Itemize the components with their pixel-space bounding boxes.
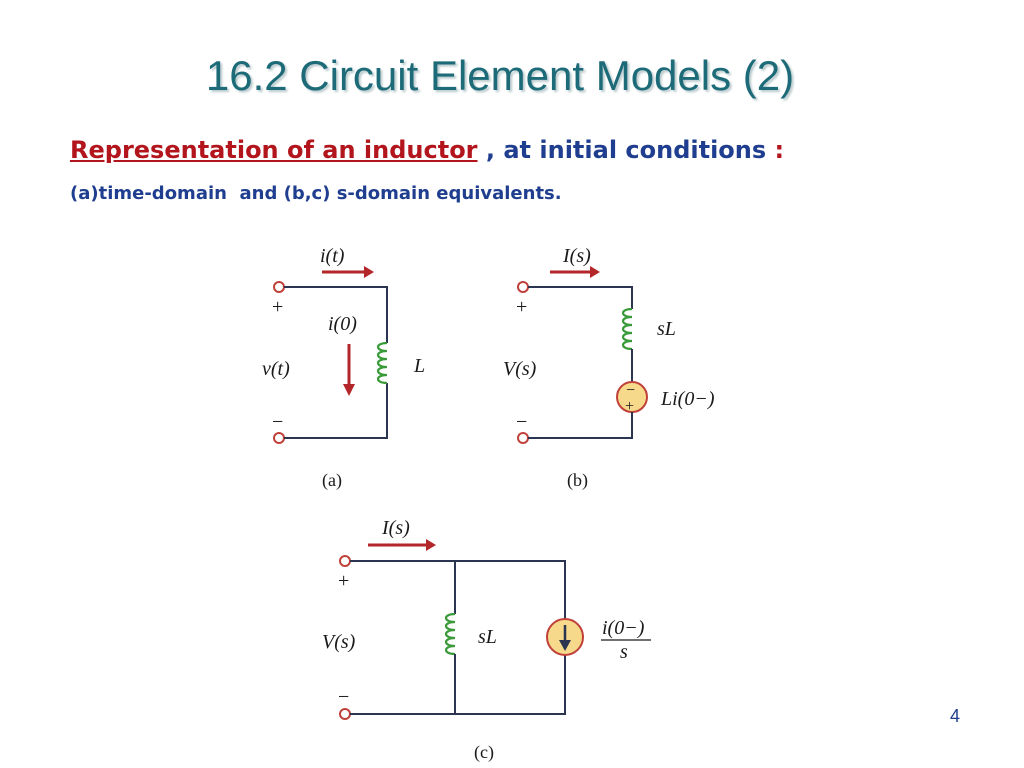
subtitle-colon: : (774, 136, 785, 164)
source-numerator-c: i(0−) (602, 617, 645, 639)
inductor-coil-c (444, 612, 456, 656)
initial-current-arrowhead-a (343, 384, 355, 396)
terminal-top-c (339, 555, 351, 567)
inductor-coil-a (376, 341, 388, 385)
terminal-top-a (273, 281, 285, 293)
wire-top-c (350, 560, 566, 619)
plus-c: + (338, 570, 349, 592)
impedance-label-b: sL (657, 318, 676, 340)
circuit-c: I(s) + − V(s) sL i(0−) s (c) (322, 517, 651, 763)
current-label-b: I(s) (562, 245, 591, 267)
slide-subtitle: Representation of an inductor , at initi… (70, 136, 784, 164)
voltage-label-b: V(s) (503, 358, 537, 380)
current-source-arrowhead-c (559, 640, 571, 651)
current-arrowhead-b (590, 266, 600, 278)
source-denominator-c: s (620, 641, 628, 663)
circuit-b: I(s) − + + − V(s) sL Li(0−) (b) (503, 245, 715, 491)
slide-description: (a)time-domain and (b,c) s-domain equiva… (70, 183, 562, 204)
slide-title: 16.2 Circuit Element Models (2) (205, 52, 795, 99)
initial-current-label-a: i(0) (328, 313, 357, 335)
wire-bottom-a (284, 383, 388, 439)
caption-c: (c) (474, 742, 494, 763)
terminal-bottom-a (273, 432, 285, 444)
source-plus-b: + (625, 398, 634, 415)
voltage-label-a: v(t) (262, 358, 290, 380)
minus-b: − (516, 411, 527, 433)
current-arrowhead-a (364, 266, 374, 278)
plus-b: + (516, 296, 527, 318)
current-arrowhead-c (426, 539, 436, 551)
minus-c: − (338, 686, 349, 708)
minus-a: − (272, 411, 283, 433)
terminal-bottom-b (517, 432, 529, 444)
page-number: 4 (950, 706, 961, 726)
source-label-b: Li(0−) (660, 388, 715, 410)
caption-a: (a) (322, 470, 342, 491)
wire-bottom-b (528, 412, 633, 439)
inductor-label-a: L (413, 355, 425, 377)
wire-top-a (284, 286, 388, 343)
wire-top-b (528, 286, 633, 309)
plus-a: + (272, 296, 283, 318)
subtitle-text: , at initial conditions (477, 136, 775, 164)
caption-b: (b) (567, 470, 588, 491)
wire-bottom-c (350, 655, 566, 715)
current-label-c: I(s) (381, 517, 410, 539)
current-label-a: i(t) (320, 245, 345, 267)
source-minus-b: − (626, 382, 635, 399)
inductor-coil-b (621, 307, 633, 351)
circuit-a: i(t) + − i(0) v(t) L (a) (262, 245, 425, 491)
impedance-label-c: sL (478, 626, 497, 648)
voltage-label-c: V(s) (322, 631, 356, 653)
subtitle-highlight: Representation of an inductor (70, 136, 478, 164)
terminal-bottom-c (339, 708, 351, 720)
terminal-top-b (517, 281, 529, 293)
